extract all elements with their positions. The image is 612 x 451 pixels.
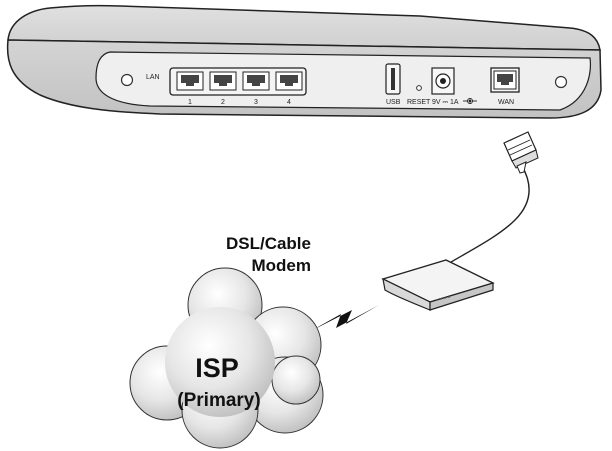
lan-port-3[interactable] [242,71,270,91]
rj45-plug-icon [503,131,539,174]
lightning-bolt-icon [309,305,379,332]
modem [381,259,495,311]
polarity-icon [463,98,477,104]
isp-title: ISP [195,353,239,383]
lan-port-number-3: 3 [254,99,258,106]
isp-subtitle: (Primary) [177,390,260,411]
modem-label-line2: Modem [252,256,312,275]
power-jack[interactable] [431,67,455,95]
lan-label: LAN [146,74,160,81]
screw-hole-left [120,73,134,87]
screw-hole-right [554,75,568,89]
modem-label-line1: DSL/Cable [226,234,311,253]
wan-port[interactable] [490,67,520,93]
lan-port-4[interactable] [275,71,303,91]
wan-label: WAN [498,99,514,106]
lan-port-number-2: 2 [221,99,225,106]
router: LAN 1 2 3 4 USB RESET [6,4,602,119]
isp-cloud [129,267,324,449]
router-top-surface [7,4,601,51]
reset-label: RESET [407,99,431,106]
lan-port-block [169,67,307,96]
reset-button[interactable] [416,85,422,91]
power-label: 9V ⎓ 1A [432,99,459,106]
lan-port-2[interactable] [209,71,237,91]
lan-port-1[interactable] [176,71,204,91]
usb-port[interactable] [385,63,401,95]
usb-label: USB [386,99,401,106]
lan-port-number-1: 1 [188,99,192,106]
lan-port-number-4: 4 [287,99,291,106]
modem-led-icon [436,296,450,301]
modem-side [429,282,494,311]
